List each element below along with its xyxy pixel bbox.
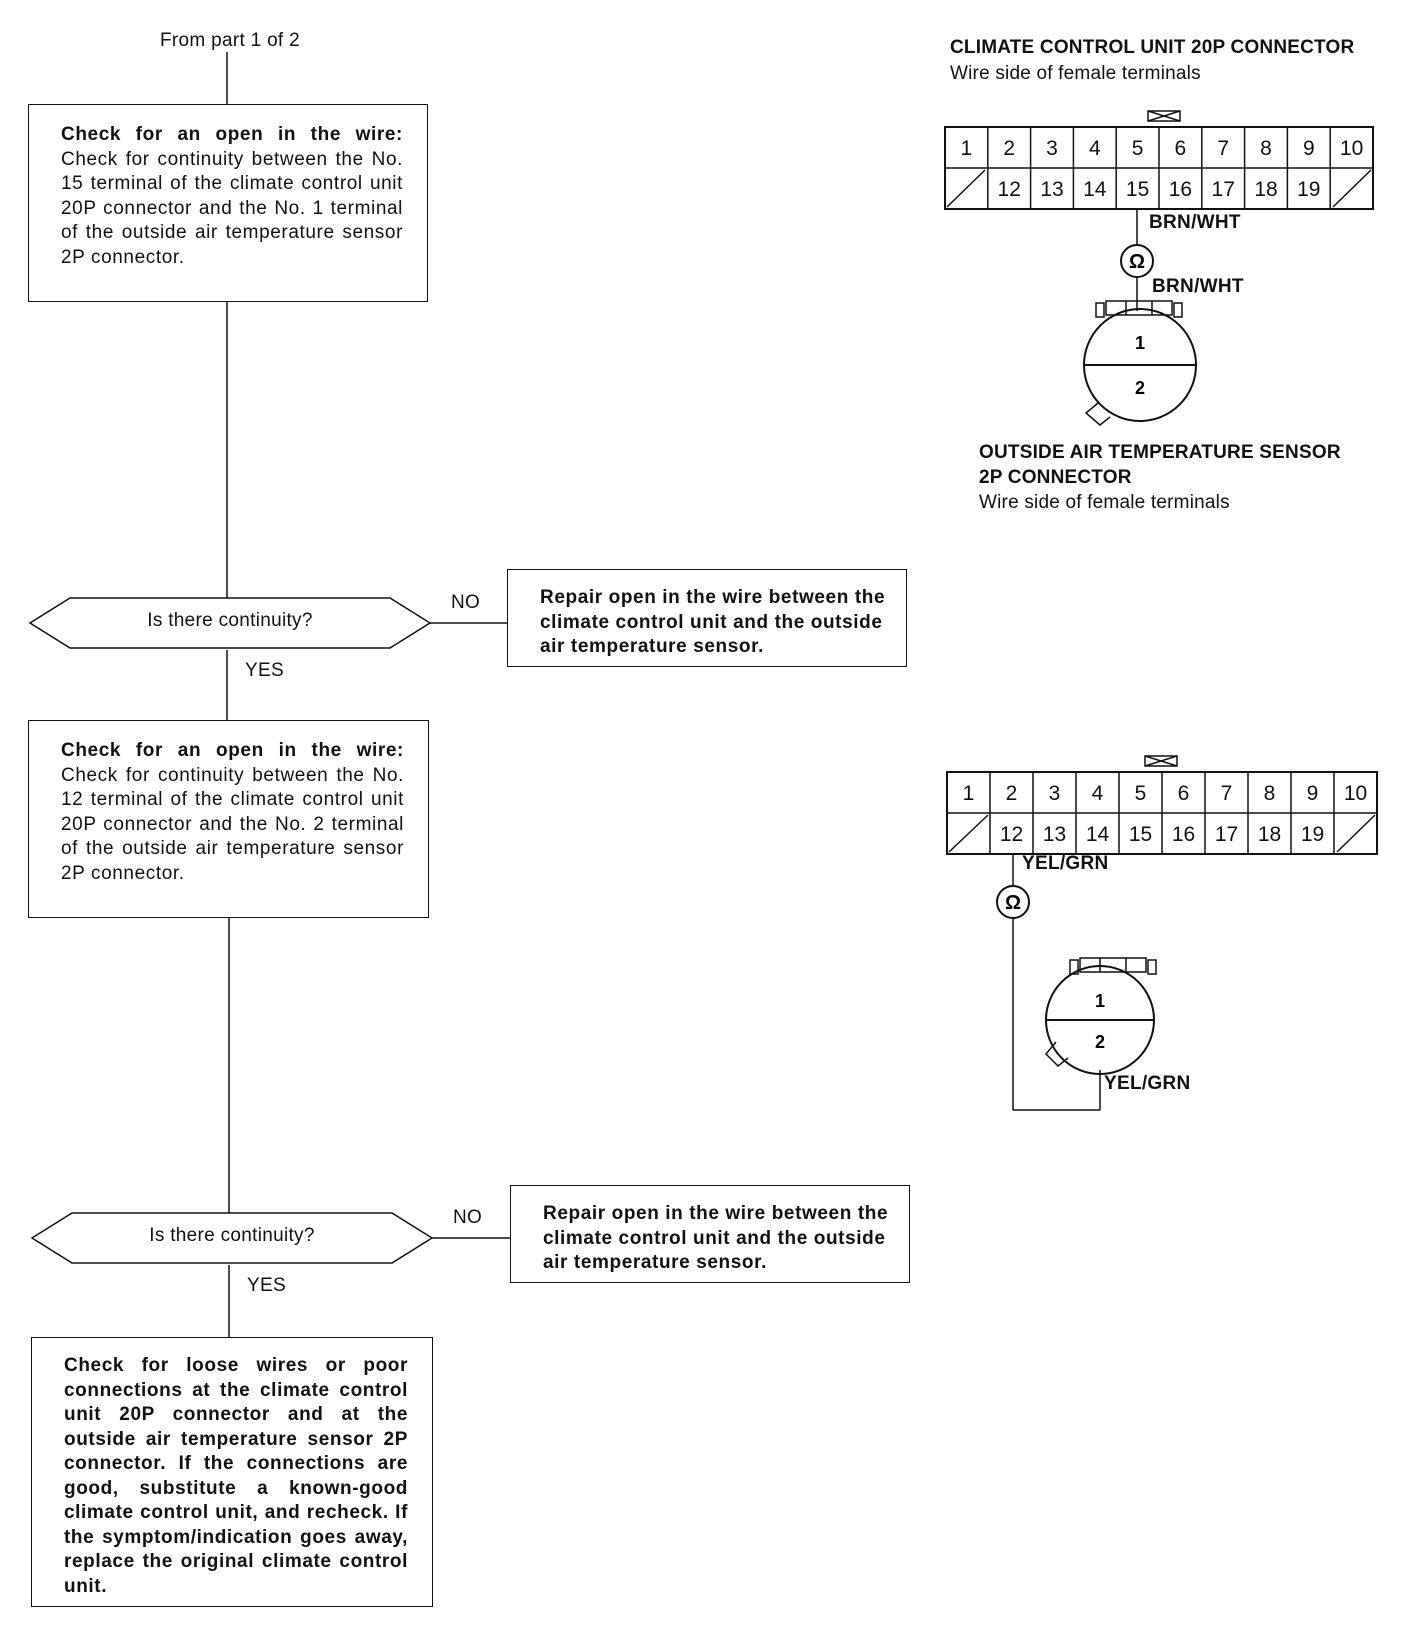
from-part-label: From part 1 of 2 bbox=[160, 30, 300, 51]
decision2-question: Is there continuity? bbox=[149, 1225, 315, 1246]
d2-terminal-6: 6 bbox=[1178, 782, 1190, 805]
d1-terminal-6: 6 bbox=[1175, 137, 1187, 160]
step2-body: Check for continuity between the No. 12 … bbox=[61, 764, 404, 884]
diagram1-sensor-pin-2: 2 bbox=[1135, 378, 1145, 398]
d1-terminal-4: 4 bbox=[1089, 137, 1101, 160]
diagram2-meter-symbol: Ω bbox=[1005, 892, 1021, 914]
d1-terminal-9: 9 bbox=[1303, 137, 1315, 160]
diagram2-wire-upper-label: YEL/GRN bbox=[1022, 853, 1109, 874]
diagram1-sensor-pin-1: 1 bbox=[1135, 333, 1145, 353]
d1-terminal-5: 5 bbox=[1132, 137, 1144, 160]
d2-terminal-16: 16 bbox=[1172, 823, 1195, 846]
final-box: Check for loose wires or poor connection… bbox=[31, 1337, 433, 1607]
d1-terminal-16: 16 bbox=[1169, 178, 1192, 201]
diagram1-meter-symbol: Ω bbox=[1129, 251, 1145, 273]
decision2-yes-label: YES bbox=[247, 1275, 286, 1296]
decision2-shape bbox=[30, 1212, 434, 1264]
diagram1-title: CLIMATE CONTROL UNIT 20P CONNECTOR bbox=[950, 37, 1355, 58]
diagram2-sensor-pin-1: 1 bbox=[1095, 991, 1105, 1011]
d2-terminal-17: 17 bbox=[1215, 823, 1238, 846]
repair1-text: Repair open in the wire between the clim… bbox=[540, 587, 886, 657]
d1-terminal-3: 3 bbox=[1046, 137, 1058, 160]
decision1-shape bbox=[28, 597, 432, 649]
diagram2-sensor-pin-2: 2 bbox=[1095, 1032, 1105, 1052]
d1-terminal-19: 19 bbox=[1297, 178, 1320, 201]
d2-terminal-3: 3 bbox=[1049, 782, 1061, 805]
d1-terminal-7: 7 bbox=[1217, 137, 1229, 160]
d2-terminal-4: 4 bbox=[1092, 782, 1104, 805]
diagram1-wire-lower-label: BRN/WHT bbox=[1152, 276, 1244, 297]
decision2-no-label: NO bbox=[453, 1207, 483, 1228]
step2-heading: Check for an open in the wire: bbox=[61, 740, 404, 761]
d2-terminal-2: 2 bbox=[1006, 782, 1018, 805]
sensor-title-line1: OUTSIDE AIR TEMPERATURE SENSOR bbox=[979, 442, 1341, 463]
step1-body: Check for continuity between the No. 15 … bbox=[61, 148, 403, 268]
sensor-subtitle: Wire side of female terminals bbox=[979, 492, 1230, 513]
decision1-no-label: NO bbox=[451, 592, 481, 613]
d2-terminal-8: 8 bbox=[1264, 782, 1276, 805]
diagram1-subtitle: Wire side of female terminals bbox=[950, 63, 1201, 84]
step2-box: Check for an open in the wire: Check for… bbox=[28, 720, 429, 918]
d1-terminal-13: 13 bbox=[1040, 178, 1063, 201]
d2-terminal-5: 5 bbox=[1135, 782, 1147, 805]
decision1-question: Is there continuity? bbox=[147, 610, 313, 631]
repair2-text: Repair open in the wire between the clim… bbox=[543, 1203, 889, 1273]
final-text: Check for loose wires or poor connection… bbox=[64, 1355, 408, 1597]
repair2-box: Repair open in the wire between the clim… bbox=[510, 1185, 910, 1283]
decision1-yes-label: YES bbox=[245, 660, 284, 681]
repair1-box: Repair open in the wire between the clim… bbox=[507, 569, 907, 667]
d2-terminal-10: 10 bbox=[1344, 782, 1367, 805]
step1-heading: Check for an open in the wire: bbox=[61, 124, 403, 145]
d2-terminal-12: 12 bbox=[1000, 823, 1023, 846]
d2-terminal-19: 19 bbox=[1301, 823, 1324, 846]
d2-terminal-14: 14 bbox=[1086, 823, 1110, 846]
d1-terminal-14: 14 bbox=[1083, 178, 1107, 201]
d2-terminal-9: 9 bbox=[1307, 782, 1319, 805]
d1-terminal-8: 8 bbox=[1260, 137, 1272, 160]
d2-terminal-18: 18 bbox=[1258, 823, 1281, 846]
d1-terminal-18: 18 bbox=[1254, 178, 1277, 201]
d1-terminal-12: 12 bbox=[998, 178, 1021, 201]
d1-terminal-10: 10 bbox=[1340, 137, 1363, 160]
d1-terminal-2: 2 bbox=[1003, 137, 1015, 160]
sensor-title-line2: 2P CONNECTOR bbox=[979, 467, 1132, 488]
d1-terminal-15: 15 bbox=[1126, 178, 1149, 201]
step1-box: Check for an open in the wire: Check for… bbox=[28, 104, 428, 302]
diagram2-wire-lower-label: YEL/GRN bbox=[1104, 1073, 1191, 1094]
d2-terminal-7: 7 bbox=[1221, 782, 1233, 805]
d1-terminal-17: 17 bbox=[1212, 178, 1235, 201]
d2-terminal-15: 15 bbox=[1129, 823, 1152, 846]
diagram1-wire-upper-label: BRN/WHT bbox=[1149, 212, 1241, 233]
d2-terminal-1: 1 bbox=[963, 782, 975, 805]
d1-terminal-1: 1 bbox=[961, 137, 973, 160]
d2-terminal-13: 13 bbox=[1043, 823, 1066, 846]
